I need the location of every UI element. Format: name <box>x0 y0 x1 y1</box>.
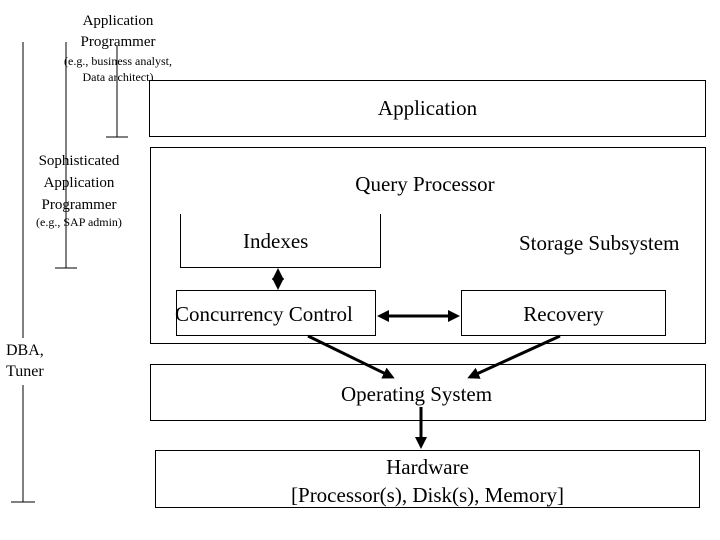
concurrency-control-box <box>176 290 376 336</box>
app-programmer-example-line1: (e.g., business analyst, <box>64 54 172 68</box>
sophisticated-programmer-line1: Sophisticated <box>38 153 120 169</box>
dba-line1: DBA, <box>6 342 44 359</box>
application-box <box>149 80 706 137</box>
sophisticated-programmer-label: Sophisticated Application Programmer <box>18 150 140 216</box>
indexes-box <box>180 214 381 268</box>
recovery-label: Recovery <box>523 302 604 326</box>
app-programmer-example: (e.g., business analyst, Data architect) <box>40 53 196 85</box>
recovery-box <box>461 290 666 336</box>
dba-label: DBA, Tuner <box>6 340 44 382</box>
recovery-to-os-arrow <box>467 334 561 379</box>
hardware-label: Hardware [Processor(s), Disk(s), Memory] <box>155 453 700 509</box>
dba-line2: Tuner <box>6 363 44 380</box>
concurrency-to-os-arrow <box>307 334 395 379</box>
sophisticated-programmer-line3: Programmer <box>41 197 117 213</box>
query-processor-label: Query Processor <box>355 172 495 196</box>
operating-system-label: Operating System <box>341 382 493 407</box>
sophisticated-programmer-line2: Application <box>43 175 115 191</box>
app-programmer-line1: Application <box>82 13 154 29</box>
app-programmer-label: Application Programmer <box>58 11 178 53</box>
hardware-line2: [Processor(s), Disk(s), Memory] <box>291 483 564 507</box>
hardware-line1: Hardware <box>386 455 469 479</box>
application-label: Application <box>377 96 478 120</box>
indexes-label: Indexes <box>243 229 309 253</box>
app-programmer-example-line2: Data architect) <box>82 70 154 84</box>
sophisticated-programmer-example: (e.g., SAP admin) <box>36 215 122 229</box>
app-programmer-line2: Programmer <box>80 34 156 50</box>
storage-subsystem-label: Storage Subsystem <box>519 231 680 255</box>
concurrency-control-label: Concurrency Control <box>175 302 353 326</box>
hardware-box <box>155 450 700 508</box>
